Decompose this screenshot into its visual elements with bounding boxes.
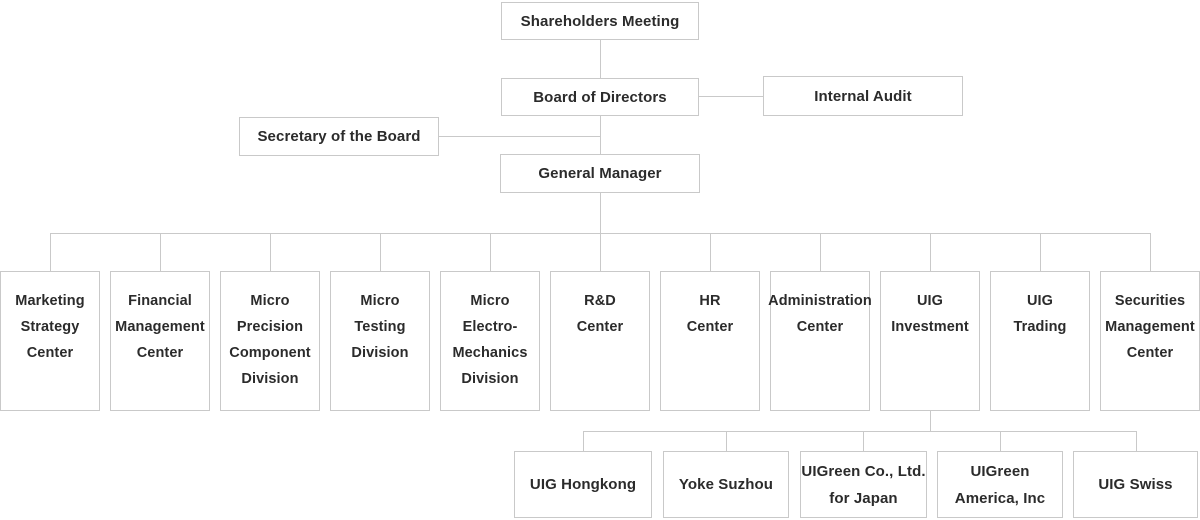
node-label-line: Center: [1126, 345, 1174, 361]
node-label-line: America, Inc: [954, 489, 1046, 507]
node-label-line: Financial: [128, 293, 192, 309]
node-shareholders-meeting: Shareholders Meeting: [501, 2, 699, 40]
node-rd-center: R&D Center: [550, 271, 650, 411]
node-hr-center: HR Center: [660, 271, 760, 411]
connector-line: [439, 136, 600, 137]
node-label-line: Center: [26, 345, 74, 361]
connector-line: [160, 233, 161, 271]
node-label-line: Yoke Suzhou: [678, 476, 774, 493]
node-secretary-of-the-board: Secretary of the Board: [239, 117, 439, 156]
node-label-line: UIGreen Co., Ltd.: [801, 462, 926, 480]
node-label-line: Center: [136, 345, 184, 361]
node-label-line: Division: [351, 345, 409, 361]
node-label-line: Center: [686, 319, 734, 335]
connector-line: [1000, 431, 1001, 451]
node-label-line: Testing: [354, 319, 406, 335]
node-uigreen-japan: UIGreen Co., Ltd. for Japan: [800, 451, 927, 518]
connector-line: [600, 193, 601, 233]
node-label-line: Division: [241, 371, 299, 387]
node-label-line: Mechanics: [452, 345, 528, 361]
node-label-line: Shareholders Meeting: [520, 12, 680, 30]
node-label-line: Trading: [1013, 319, 1067, 335]
connector-line: [710, 233, 711, 271]
node-label-line: HR: [699, 293, 721, 309]
node-uig-hongkong: UIG Hongkong: [514, 451, 652, 518]
connector-line: [820, 233, 821, 271]
node-label-line: UIG: [1026, 293, 1054, 309]
node-label-line: Center: [796, 319, 844, 335]
node-uig-investment: UIG Investment: [880, 271, 980, 411]
node-label-line: Electro-: [462, 319, 518, 335]
node-label-line: UIG Hongkong: [529, 476, 637, 493]
node-label-line: UIG: [916, 293, 944, 309]
connector-line: [699, 96, 763, 97]
node-label-line: Component: [229, 345, 311, 361]
connector-line: [600, 233, 601, 271]
node-label-line: Securities: [1114, 293, 1186, 309]
node-label-line: Precision: [236, 319, 304, 335]
node-yoke-suzhou: Yoke Suzhou: [663, 451, 789, 518]
connector-line: [1040, 233, 1041, 271]
connector-line: [50, 233, 51, 271]
connector-line: [583, 431, 1136, 432]
connector-line: [863, 431, 864, 451]
node-label-line: R&D: [584, 293, 616, 309]
node-label-line: Division: [461, 371, 519, 387]
connector-line: [583, 431, 584, 451]
node-label-line: for Japan: [829, 489, 898, 507]
node-general-manager: General Manager: [500, 154, 700, 193]
connector-line: [726, 431, 727, 451]
node-label-line: Micro: [250, 293, 290, 309]
node-label-line: Micro: [470, 293, 510, 309]
node-label-line: Micro: [360, 293, 400, 309]
connector-line: [380, 233, 381, 271]
connector-line: [1150, 233, 1151, 271]
node-label-line: Internal Audit: [814, 87, 912, 105]
connector-line: [600, 116, 601, 154]
node-label-line: Administration: [768, 293, 872, 309]
node-label-line: Management: [1105, 319, 1195, 335]
connector-line: [600, 40, 601, 78]
node-internal-audit: Internal Audit: [763, 76, 963, 116]
connector-line: [270, 233, 271, 271]
connector-line: [930, 233, 931, 271]
node-uig-trading: UIG Trading: [990, 271, 1090, 411]
node-label-line: Marketing: [15, 293, 85, 309]
connector-line: [490, 233, 491, 271]
node-label-line: Investment: [891, 319, 969, 335]
node-label-line: UIGreen: [970, 462, 1030, 480]
node-label-line: Strategy: [20, 319, 80, 335]
node-label-line: Center: [576, 319, 624, 335]
node-label-line: Secretary of the Board: [257, 128, 421, 145]
connector-line: [930, 411, 931, 431]
node-uig-swiss: UIG Swiss: [1073, 451, 1198, 518]
node-board-of-directors: Board of Directors: [501, 78, 699, 116]
node-label-line: UIG Swiss: [1098, 476, 1173, 493]
node-label-line: Management: [115, 319, 205, 335]
connector-line: [1136, 431, 1137, 451]
node-label-line: Board of Directors: [533, 88, 667, 106]
node-label-line: General Manager: [538, 165, 662, 182]
